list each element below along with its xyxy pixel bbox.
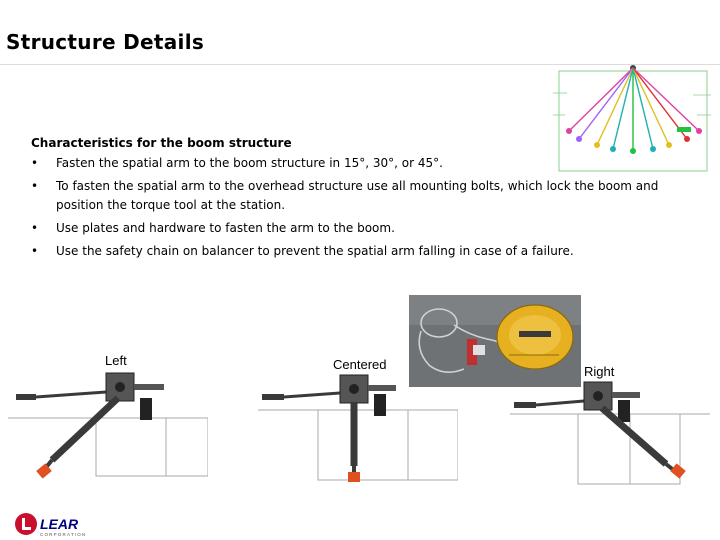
bullet-marker: •	[31, 244, 39, 258]
centered-position-label: Centered	[333, 357, 387, 372]
boom-characteristics-heading: Characteristics for the boom structure	[31, 136, 292, 150]
left-position-arm-diagram	[8, 372, 208, 479]
title-divider	[0, 64, 720, 65]
bullet-marker: •	[31, 221, 39, 235]
bullet-marker: •	[31, 179, 39, 193]
page-title: Structure Details	[6, 30, 205, 54]
balancer-safety-chain-photo	[409, 295, 581, 387]
list-item: • Fasten the spatial arm to the boom stru…	[31, 154, 671, 173]
bullet-text: Use plates and hardware to fasten the ar…	[56, 221, 395, 235]
angle-fan-diagram	[553, 65, 711, 172]
left-position-label: Left	[105, 353, 127, 368]
right-position-label: Right	[584, 364, 615, 379]
list-item: • Use plates and hardware to fasten the a…	[31, 219, 671, 238]
bullet-text: To fasten the spatial arm to the overhea…	[56, 179, 659, 212]
svg-text:CORPORATION: CORPORATION	[40, 532, 86, 537]
right-position-arm-diagram	[510, 381, 710, 485]
list-item: • To fasten the spatial arm to the overhe…	[31, 177, 671, 215]
bullet-text: Fasten the spatial arm to the boom struc…	[56, 156, 443, 170]
svg-text:LEAR: LEAR	[40, 516, 79, 532]
centered-position-arm-diagram	[258, 374, 458, 482]
lear-logo: LEAR CORPORATION	[15, 513, 86, 537]
characteristics-list: • Fasten the spatial arm to the boom stru…	[31, 154, 671, 265]
bullet-marker: •	[31, 156, 39, 170]
bullet-text: Use the safety chain on balancer to prev…	[56, 244, 574, 258]
list-item: • Use the safety chain on balancer to pre…	[31, 242, 671, 261]
